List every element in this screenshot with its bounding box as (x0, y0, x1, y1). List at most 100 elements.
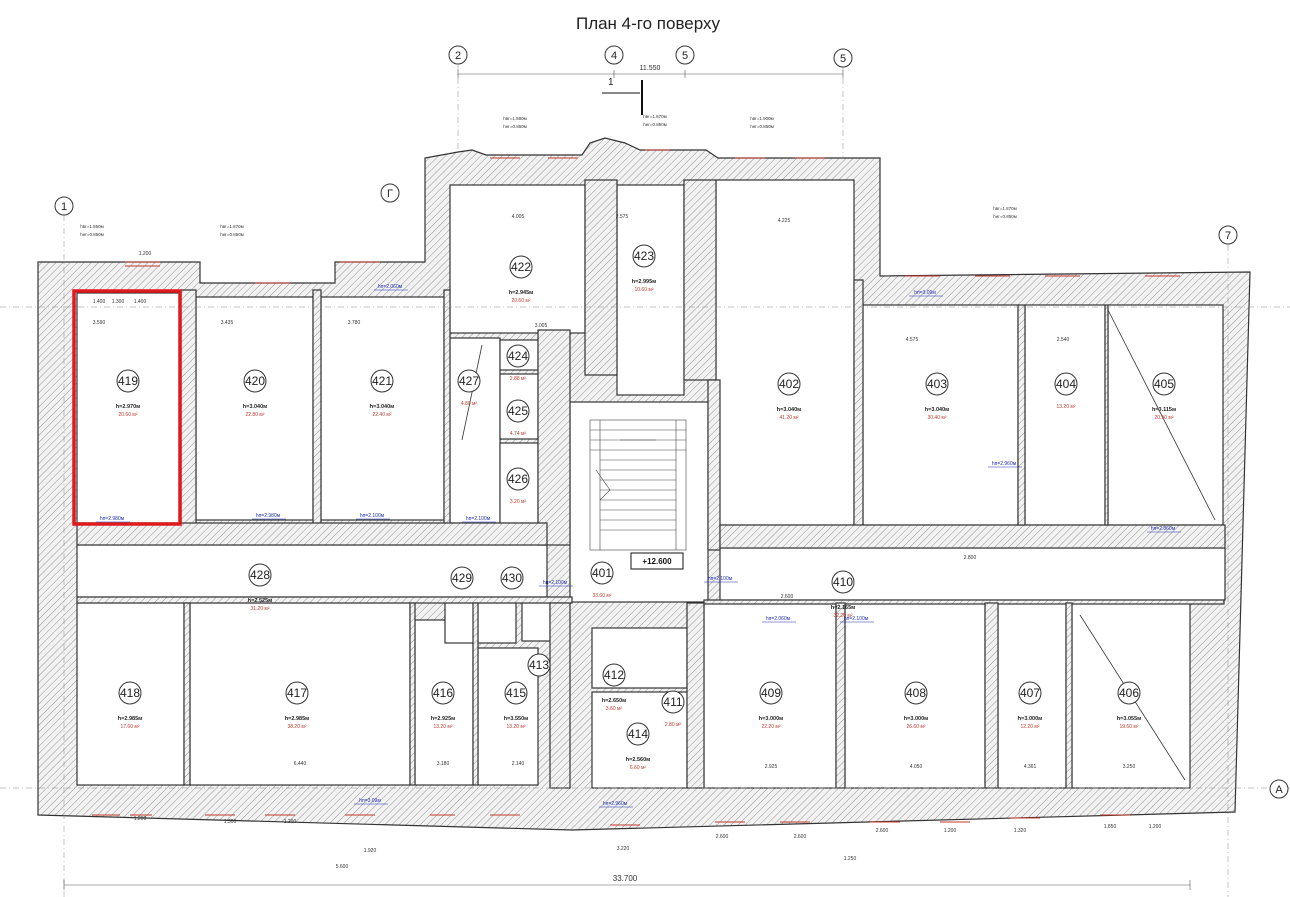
windows (92, 149, 1180, 826)
axis-bubble-label: 5 (682, 50, 688, 62)
axis-bubble-2: 2 (448, 45, 468, 65)
room-area: 4.74 м² (510, 431, 527, 437)
room-interiors (76, 179, 1226, 789)
room-number: 418 (120, 686, 140, 700)
room-number: 427 (459, 374, 479, 388)
dimension-value: 2.600 (794, 834, 807, 840)
room-height: h=2.560м (626, 757, 650, 763)
dimension-value: 1.400 (134, 299, 147, 305)
dimension-value: 2.600 (876, 828, 889, 834)
dimension-value: 2.600 (716, 834, 729, 840)
room-number: 430 (502, 571, 522, 585)
room-430: 430 (500, 566, 524, 590)
room-height: h=3.115м (1152, 407, 1176, 413)
dimension-value: 5.600 (336, 864, 349, 870)
room-number-bubble (527, 653, 551, 677)
room-number: 403 (927, 377, 947, 391)
axis-bubble-label: А (1275, 784, 1283, 796)
section-mark-label: 1 (608, 77, 614, 88)
window-note: hнг=0.850м (750, 124, 774, 129)
level-mark: hп=2.860м (1147, 526, 1181, 533)
level-mark-text: hп=2.960м (603, 801, 628, 807)
axis-bubble-1: 1 (54, 196, 74, 216)
dimension-value: 1.200 (284, 819, 297, 825)
dimension-value: 3.250 (1123, 764, 1136, 770)
room-area: 22.80 м² (245, 412, 264, 418)
room-area: 22.40 м² (372, 412, 391, 418)
room-number: 410 (833, 575, 853, 589)
room-area: 19.60 м² (1119, 724, 1138, 730)
room-number-bubble (457, 369, 481, 393)
plan-title: План 4-го поверху (576, 14, 721, 33)
room-height: h=3.550м (504, 716, 528, 722)
room-area: 26.60 м² (906, 724, 925, 730)
elevation-mark: +12.600 (630, 552, 684, 570)
room-height: h=3.000м (1018, 716, 1042, 722)
room-number-bubble (661, 690, 685, 714)
room-number-bubble (450, 566, 474, 590)
level-mark: hп=2.060м (374, 284, 408, 291)
room-number-bubble (831, 570, 855, 594)
room-number-bubble (1117, 681, 1141, 705)
level-mark-text: hп=2.980м (256, 513, 281, 519)
room-number: 406 (1119, 686, 1139, 700)
room-area: 3.60 м² (606, 706, 623, 712)
room-number-bubble (285, 681, 309, 705)
room-height: h=3.040м (777, 407, 801, 413)
room-number: 402 (779, 377, 799, 391)
room-height: h=2.525м (248, 598, 272, 604)
axis-lines (0, 65, 1290, 897)
dimension-value: 1.200 (134, 816, 147, 822)
level-mark-text: hп=2.060м (766, 616, 791, 622)
room-height: h=2.995м (632, 279, 656, 285)
room-area: 22.20 м² (761, 724, 780, 730)
room-area: 17.60 м² (120, 724, 139, 730)
room-area: 6.60 м² (630, 765, 647, 771)
dimension-value: 1.400 (93, 299, 106, 305)
dimension-value: 1.320 (1014, 828, 1027, 834)
room-height: h=2.985м (118, 716, 142, 722)
room-number-bubble (626, 722, 650, 746)
room-number: 419 (118, 374, 138, 388)
dimension-value: 1.920 (364, 848, 377, 854)
room-number-bubble (509, 255, 533, 279)
partitions (76, 179, 1226, 789)
level-mark: hп=2.960м (599, 801, 633, 808)
dimension-value: 2.540 (1057, 337, 1070, 343)
room-number-bubble (506, 399, 530, 423)
room-height: h=2.985м (285, 716, 309, 722)
axis-bubble-label: 5 (840, 53, 846, 65)
window-notes: hвг=1.850мhнг=0.850мhвг=1.870мhнг=0.850м… (80, 114, 1017, 237)
room-number: 420 (245, 374, 265, 388)
room-418: 418 h=2.985м 17.60 м² (118, 681, 142, 730)
level-mark-text: hп=2.100м (543, 580, 568, 586)
window-note: hвг=1.850м (80, 224, 104, 229)
dimension-value: 6.440 (294, 761, 307, 767)
room-area: 20.60 м² (511, 298, 530, 304)
dimension-value: 3.220 (617, 846, 630, 852)
dimension-value: 4.575 (906, 337, 919, 343)
room-number: 405 (1154, 377, 1174, 391)
window-note: hнг=0.850м (643, 122, 667, 127)
bottom-overall-dim: 33.700 (613, 874, 638, 883)
room-number-bubble (590, 561, 614, 585)
room-height: h=3.000м (904, 716, 928, 722)
level-mark: hп=2.100м (356, 513, 390, 520)
room-number: 408 (906, 686, 926, 700)
axis-bubble-7: 7 (1218, 225, 1238, 245)
dimension-value: 4.005 (512, 214, 525, 220)
room-number-bubble (1152, 372, 1176, 396)
room-height: h=2.650м (602, 698, 626, 704)
